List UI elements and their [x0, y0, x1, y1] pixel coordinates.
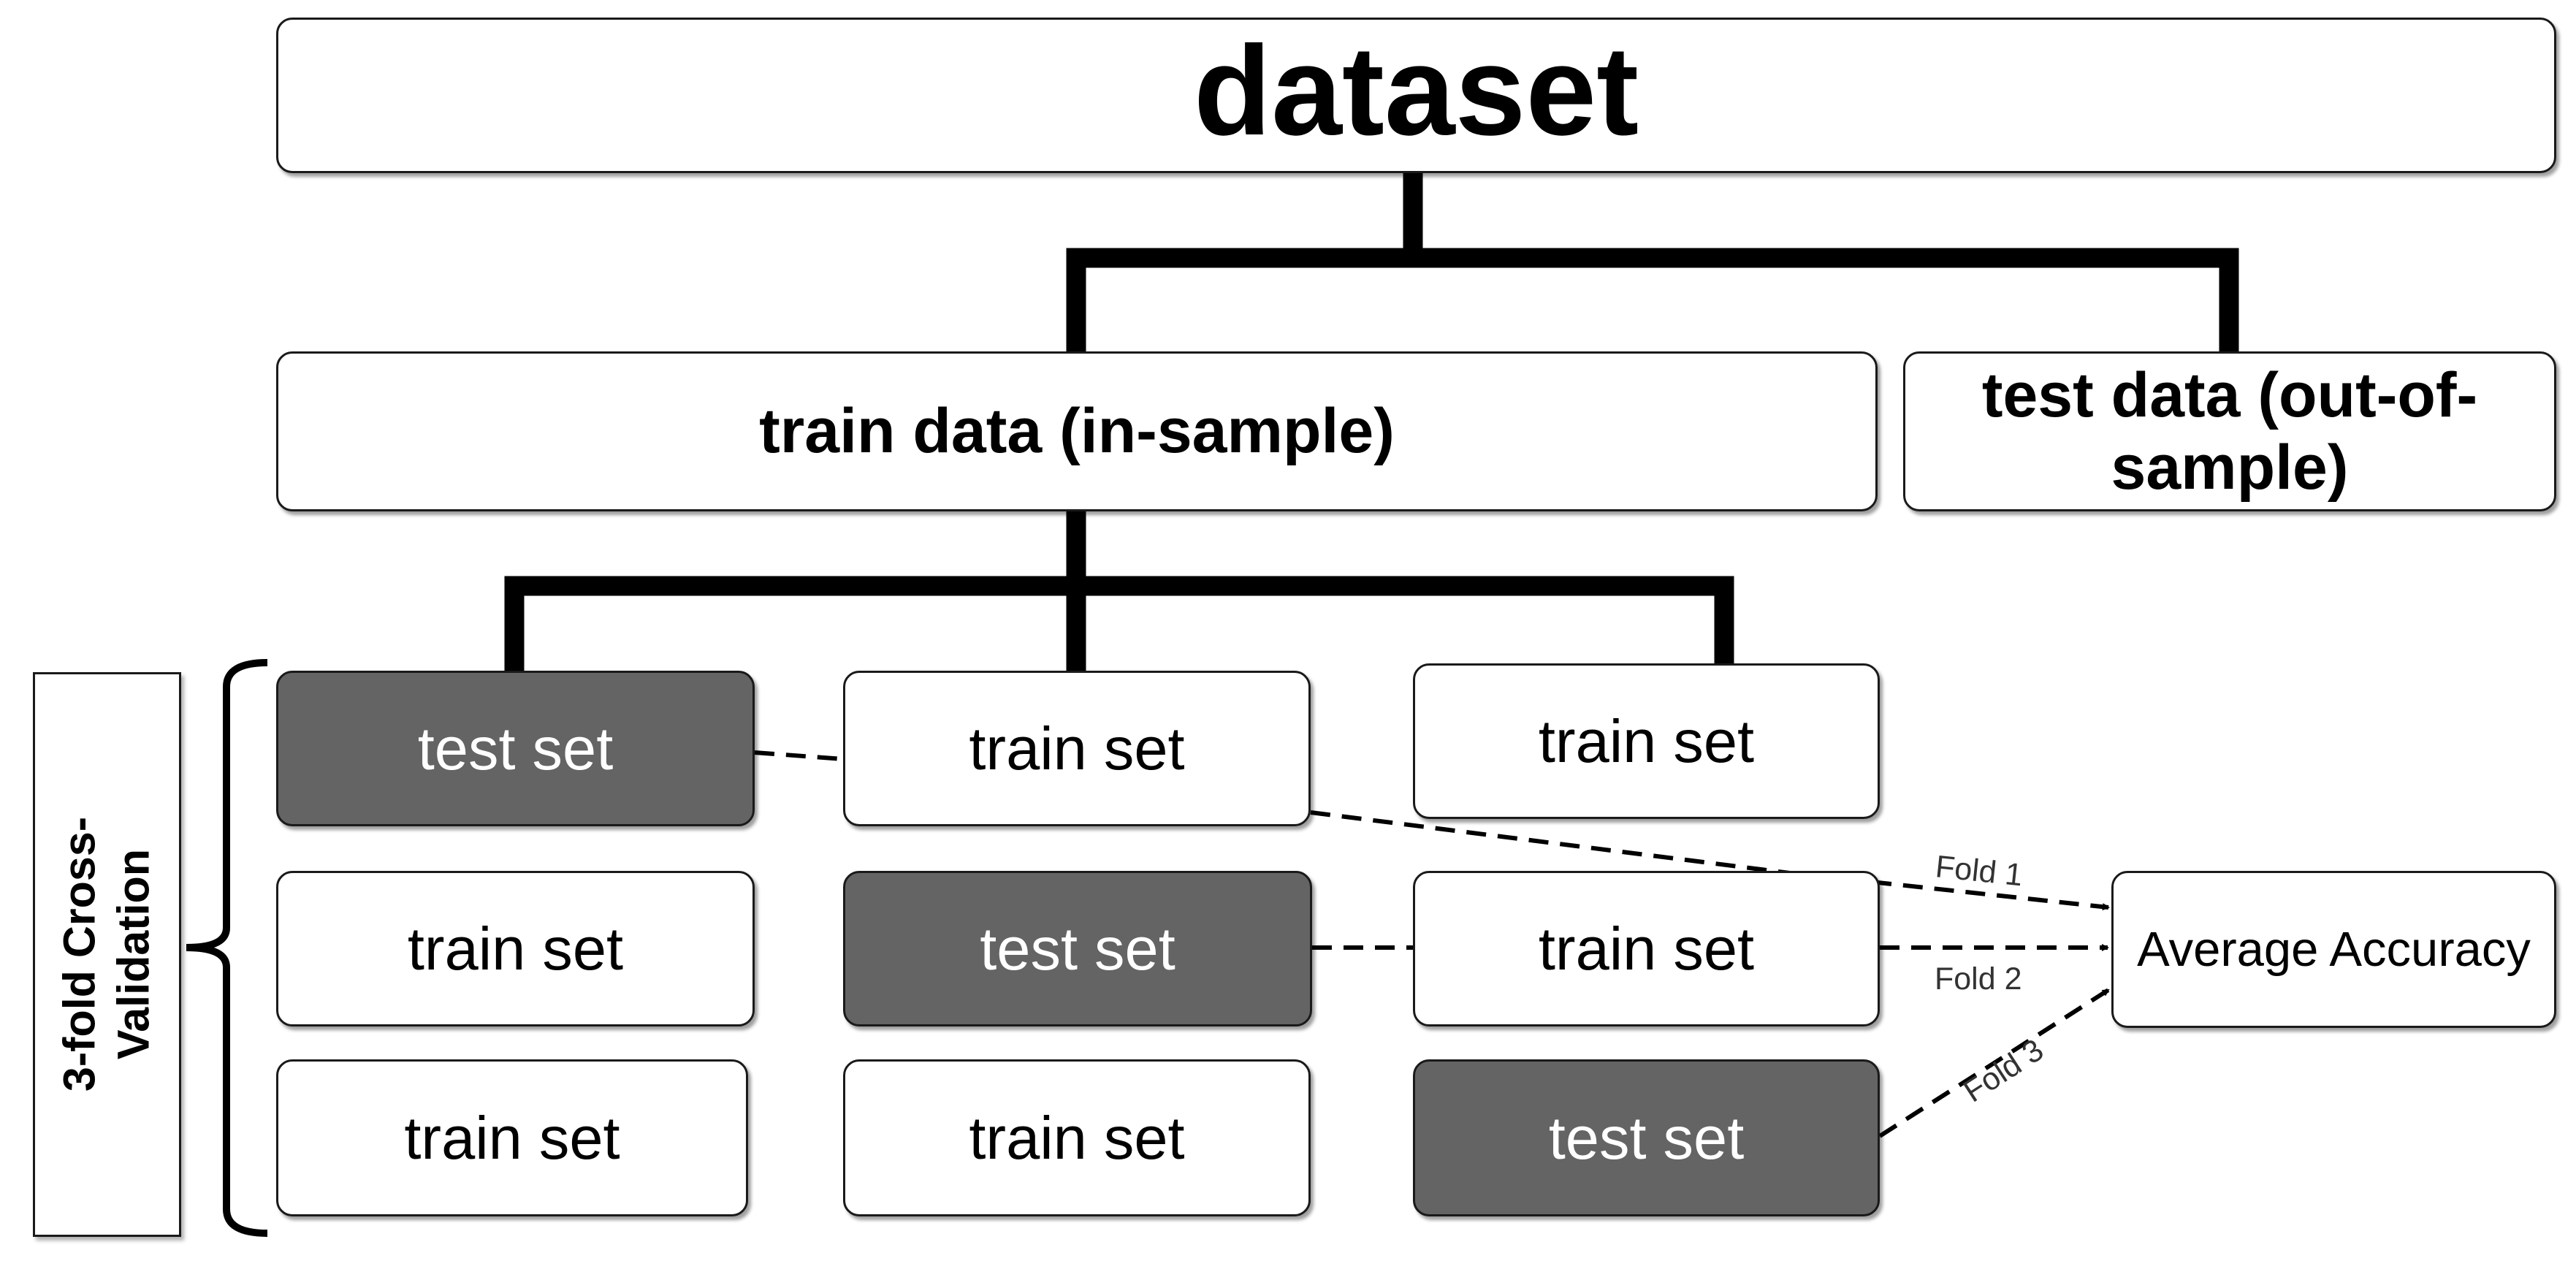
dataset-box: dataset	[276, 18, 2556, 173]
train-data-box: train data (in-sample)	[276, 351, 1878, 511]
test-data-box: test data (out-of-sample)	[1903, 351, 2556, 511]
row1-link	[754, 750, 844, 761]
cross-validation-label: 3-fold Cross-Validation	[54, 816, 159, 1092]
fold1-test-set: test set	[276, 671, 755, 826]
cell-label: train set	[969, 714, 1185, 782]
cell-label: test set	[980, 914, 1175, 983]
fold3-train-set-1: train set	[276, 1059, 748, 1216]
fold2-test-set: test set	[843, 871, 1312, 1026]
tree-connectors	[504, 163, 2239, 681]
fold2-train-set-1: train set	[276, 871, 755, 1026]
average-accuracy-label: Average Accuracy	[2137, 922, 2531, 977]
fold3-label: Fold 3	[1957, 1032, 2049, 1109]
average-accuracy-box: Average Accuracy	[2111, 871, 2556, 1028]
cross-validation-box	[33, 672, 181, 1237]
fold3-arrow	[1878, 988, 2110, 1138]
cell-label: train set	[407, 914, 624, 983]
fold2-label: Fold 2	[1935, 961, 2022, 997]
fold1-train-set-2: train set	[843, 671, 1311, 826]
fold1-label: Fold 1	[1934, 849, 2024, 893]
train-data-label: train data (in-sample)	[759, 396, 1395, 467]
cv-brace	[186, 659, 268, 1237]
dataset-label: dataset	[1193, 19, 1639, 161]
test-data-label: test data (out-of-sample)	[1981, 359, 2478, 503]
fold2-train-set-3: train set	[1413, 871, 1880, 1026]
cell-label: test set	[1548, 1103, 1745, 1172]
fold1-train-set-3: train set	[1413, 663, 1880, 819]
fold3-train-set-2: train set	[843, 1059, 1311, 1216]
cell-label: train set	[404, 1103, 620, 1172]
cell-label: train set	[969, 1103, 1185, 1172]
fold3-test-set: test set	[1413, 1059, 1880, 1216]
cell-label: train set	[1538, 914, 1755, 983]
cell-label: test set	[417, 714, 614, 782]
cell-label: train set	[1538, 706, 1755, 775]
